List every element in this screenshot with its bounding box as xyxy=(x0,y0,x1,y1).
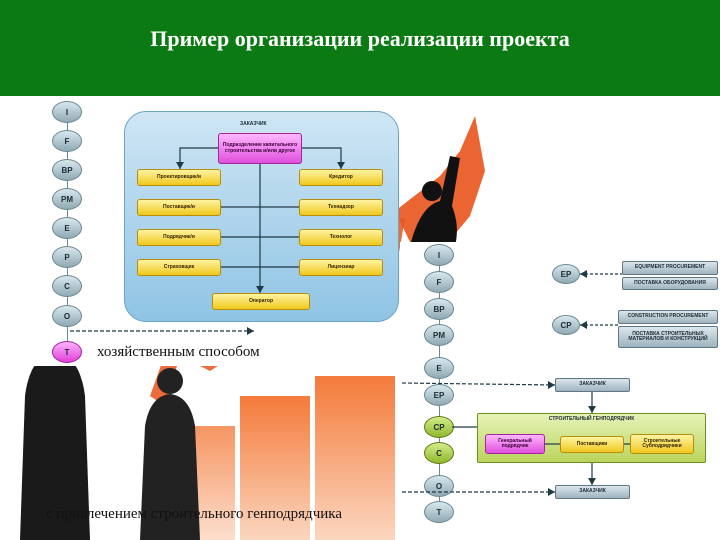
equipment-procurement-box: EQUIPMENT PROCUREMENT xyxy=(622,261,718,275)
stage-left-pm: PM xyxy=(52,188,82,210)
caption-own-forces: хозяйственным способом xyxy=(97,344,260,360)
stage-left-i: I xyxy=(52,101,82,123)
header-bar xyxy=(0,0,720,103)
licensor-box: Лицензиар xyxy=(299,259,383,276)
stage-left-o: O xyxy=(52,305,82,327)
stage-right-ep: EP xyxy=(424,384,454,406)
cp-badge: CP xyxy=(552,315,580,335)
stage-right-c: C xyxy=(424,442,454,464)
capital-construction-dept-box: Подразделение капитального строительства… xyxy=(218,133,302,164)
stage-right-e: E xyxy=(424,357,454,379)
operator-box: Оператор xyxy=(212,293,310,310)
stage-left-t: T xyxy=(52,341,82,363)
technical-supervision-box: Технадзор xyxy=(299,199,383,216)
subcontractors-box: Строительные Субподрядчики xyxy=(630,434,694,454)
stage-right-bp: BP xyxy=(424,298,454,320)
customer-label: ЗАКАЗЧИК xyxy=(240,121,267,127)
general-contractor-box: Генеральный подрядчик xyxy=(485,434,545,454)
stage-left-f: F xyxy=(52,130,82,152)
caption-general-contractor: с привлечением строительного генподрядчи… xyxy=(46,506,342,522)
stage-right-o: O xyxy=(424,475,454,497)
page-title: Пример организации реализации проекта xyxy=(150,26,570,51)
suppliers-gc-box: Поставщики xyxy=(560,436,624,453)
stage-left-p: P xyxy=(52,246,82,268)
suppliers-box: Поставщик/и xyxy=(137,199,221,216)
construction-procurement-box: CONSTRUCTION PROCUREMENT xyxy=(618,310,718,324)
customer-bottom-box: ЗАКАЗЧИК xyxy=(555,485,630,499)
stage-left-c: C xyxy=(52,275,82,297)
customer-top-box: ЗАКАЗЧИК xyxy=(555,378,630,392)
stage-right-pm: PM xyxy=(424,324,454,346)
stage-right-f: F xyxy=(424,271,454,293)
equipment-supply-box: ПОСТАВКА ОБОРУДОВАНИЯ xyxy=(622,277,718,290)
ep-badge: EP xyxy=(552,264,580,284)
construction-materials-supply-box: ПОСТАВКА СТРОИТЕЛЬНЫХ МАТЕРИАЛОВ И КОНСТ… xyxy=(618,326,718,348)
general-contractor-frame-label: СТРОИТЕЛЬНЫЙ ГЕНПОДРЯДЧИК xyxy=(548,416,635,422)
creditor-box: Кредитор xyxy=(299,169,383,186)
stage-left-e: E xyxy=(52,217,82,239)
stage-right-t: T xyxy=(424,501,454,523)
insurer-box: Страховщик xyxy=(137,259,221,276)
contractors-box: Подрядчик/и xyxy=(137,229,221,246)
technologist-box: Технолог xyxy=(299,229,383,246)
designers-box: Проектировщик/и xyxy=(137,169,221,186)
stage-right-cp: CP xyxy=(424,416,454,438)
stage-left-bp: BP xyxy=(52,159,82,181)
stage-right-i: I xyxy=(424,244,454,266)
